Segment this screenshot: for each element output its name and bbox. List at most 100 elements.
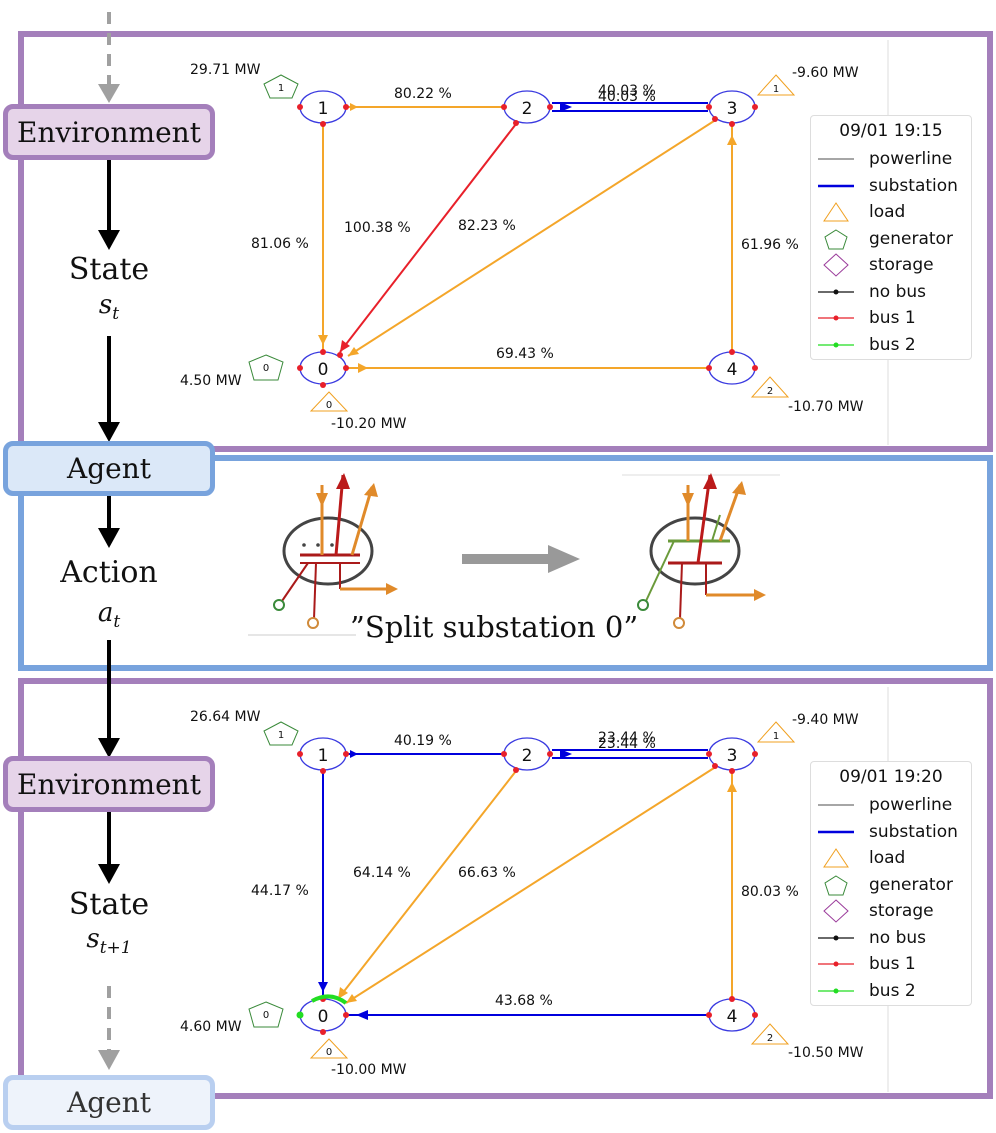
line-label-4-3: 61.96 % — [741, 237, 799, 253]
svg-text:1: 1 — [278, 730, 284, 741]
no-bus-icon — [811, 280, 861, 304]
load-0-mw: -10.00 MW — [331, 1062, 407, 1078]
powerlines-2 — [318, 749, 737, 1020]
agent-box-2: Agent — [3, 1075, 215, 1130]
svg-text:0: 0 — [263, 1010, 269, 1021]
load-2-icon[interactable] — [750, 1023, 790, 1045]
line-label-2-3b: 23.44 % — [598, 736, 656, 752]
bus-1-dots — [297, 104, 758, 388]
svg-text:3: 3 — [727, 99, 738, 119]
line-label-2-3b: 40.03 % — [598, 89, 656, 105]
line-label-0-4: 69.43 % — [496, 346, 554, 362]
legend-item-load: load — [811, 199, 971, 226]
gen-0-mw: 4.50 MW — [180, 373, 242, 389]
state-symbol-2: st+1 — [86, 924, 132, 959]
environment-panel-2 — [18, 678, 993, 1099]
svg-text:4: 4 — [727, 360, 738, 380]
substation-icon — [811, 174, 861, 198]
action-illustration — [248, 473, 780, 636]
load-1-icon[interactable] — [756, 721, 796, 743]
svg-text:4: 4 — [727, 1007, 738, 1027]
load-0-mw: -10.20 MW — [331, 416, 407, 432]
svg-text:1: 1 — [278, 83, 284, 94]
state-label-1: State — [68, 252, 150, 287]
line-label-0-4: 43.68 % — [495, 993, 553, 1009]
legend-timestamp: 09/01 19:20 — [839, 767, 943, 787]
bus-2-dots-2 — [296, 994, 348, 1019]
line-label-2-3a: 40.03 % — [598, 83, 656, 99]
gen-1-mw: 29.71 MW — [190, 62, 261, 78]
load-0-icon[interactable] — [309, 1038, 349, 1059]
generator-1-icon[interactable] — [263, 721, 299, 746]
legend-item-generator: generator — [811, 226, 971, 253]
legend-item-bus-1: bus 1 — [811, 951, 971, 978]
load-2-icon[interactable] — [750, 376, 790, 398]
generator-0-icon[interactable] — [248, 354, 284, 381]
line-label-3-0: 82.23 % — [458, 218, 516, 234]
svg-text:1: 1 — [773, 731, 779, 742]
svg-text:0: 0 — [318, 1007, 329, 1027]
bus-1-icon — [811, 952, 861, 976]
svg-text:2: 2 — [767, 1033, 773, 1044]
svg-text:0: 0 — [326, 400, 332, 411]
line-label-1-0: 44.17 % — [251, 883, 309, 899]
svg-text:2: 2 — [767, 386, 773, 397]
legend-1: 09/01 19:15 powerline substation load ge… — [810, 115, 972, 360]
legend-item-load: load — [811, 845, 971, 872]
legend-item-no-bus: no bus — [811, 279, 971, 306]
line-label-1-2: 40.19 % — [394, 733, 452, 749]
environment-box-2: Environment — [3, 756, 215, 812]
environment-panel-1 — [18, 31, 993, 452]
legend-item-no-bus: no bus — [811, 925, 971, 952]
line-label-2-0: 100.38 % — [344, 220, 411, 236]
gen-0-mw: 4.60 MW — [180, 1019, 242, 1035]
grid-diagram-1: 1 2 3 0 4 1 0 1 0 2 80.22 % 40.03 % 40.0… — [180, 40, 889, 445]
svg-text:1: 1 — [773, 84, 779, 95]
svg-text:1: 1 — [318, 746, 329, 766]
storage-diamond-icon — [811, 899, 861, 923]
load-4-mw: -10.70 MW — [788, 399, 864, 415]
legend-item-substation: substation — [811, 819, 971, 846]
load-triangle-icon — [811, 846, 861, 870]
svg-text:0: 0 — [263, 363, 269, 374]
line-label-2-0: 64.14 % — [353, 865, 411, 881]
action-symbol: at — [97, 598, 121, 633]
svg-text:3: 3 — [727, 746, 738, 766]
line-label-3-0: 66.63 % — [458, 865, 516, 881]
legend-item-bus-1: bus 1 — [811, 305, 971, 332]
legend-item-bus-2: bus 2 — [811, 978, 971, 1005]
load-0-icon[interactable] — [309, 391, 349, 412]
grid-diagram-2: 1 2 3 0 4 1 0 1 0 2 40.19 % 23.44 % 23.4… — [180, 687, 889, 1092]
line-label-2-3a: 23.44 % — [598, 730, 656, 746]
svg-text:2: 2 — [522, 746, 533, 766]
line-label-1-0: 81.06 % — [251, 236, 309, 252]
load-1-icon[interactable] — [756, 74, 796, 96]
substation-icon — [811, 820, 861, 844]
gen-1-mw: 26.64 MW — [190, 709, 261, 725]
substation-after-icon — [637, 473, 766, 629]
bus-2-icon — [811, 333, 861, 357]
legend-item-powerline: powerline — [811, 146, 971, 173]
substation-before-icon — [273, 473, 398, 629]
bus-1-icon — [811, 306, 861, 330]
load-4-mw: -10.50 MW — [788, 1045, 864, 1061]
storage-diamond-icon — [811, 253, 861, 277]
state-label-2: State — [68, 887, 150, 922]
generator-0-icon[interactable] — [248, 1001, 284, 1028]
legend-item-generator: generator — [811, 872, 971, 899]
legend-item-substation: substation — [811, 173, 971, 200]
legend-item-bus-2: bus 2 — [811, 332, 971, 359]
powerline-icon — [811, 793, 861, 817]
legend-item-storage: storage — [811, 898, 971, 925]
svg-text:1: 1 — [318, 99, 329, 119]
legend-item-powerline: powerline — [811, 792, 971, 819]
environment-box-1: Environment — [3, 104, 215, 160]
generator-1-icon[interactable] — [263, 74, 299, 99]
legend-timestamp: 09/01 19:15 — [839, 121, 943, 141]
line-label-4-3: 80.03 % — [741, 884, 799, 900]
powerlines — [318, 102, 737, 373]
svg-text:2: 2 — [522, 99, 533, 119]
bus-2-icon — [811, 979, 861, 1003]
line-label-1-2: 80.22 % — [394, 86, 452, 102]
svg-text:0: 0 — [318, 360, 329, 380]
